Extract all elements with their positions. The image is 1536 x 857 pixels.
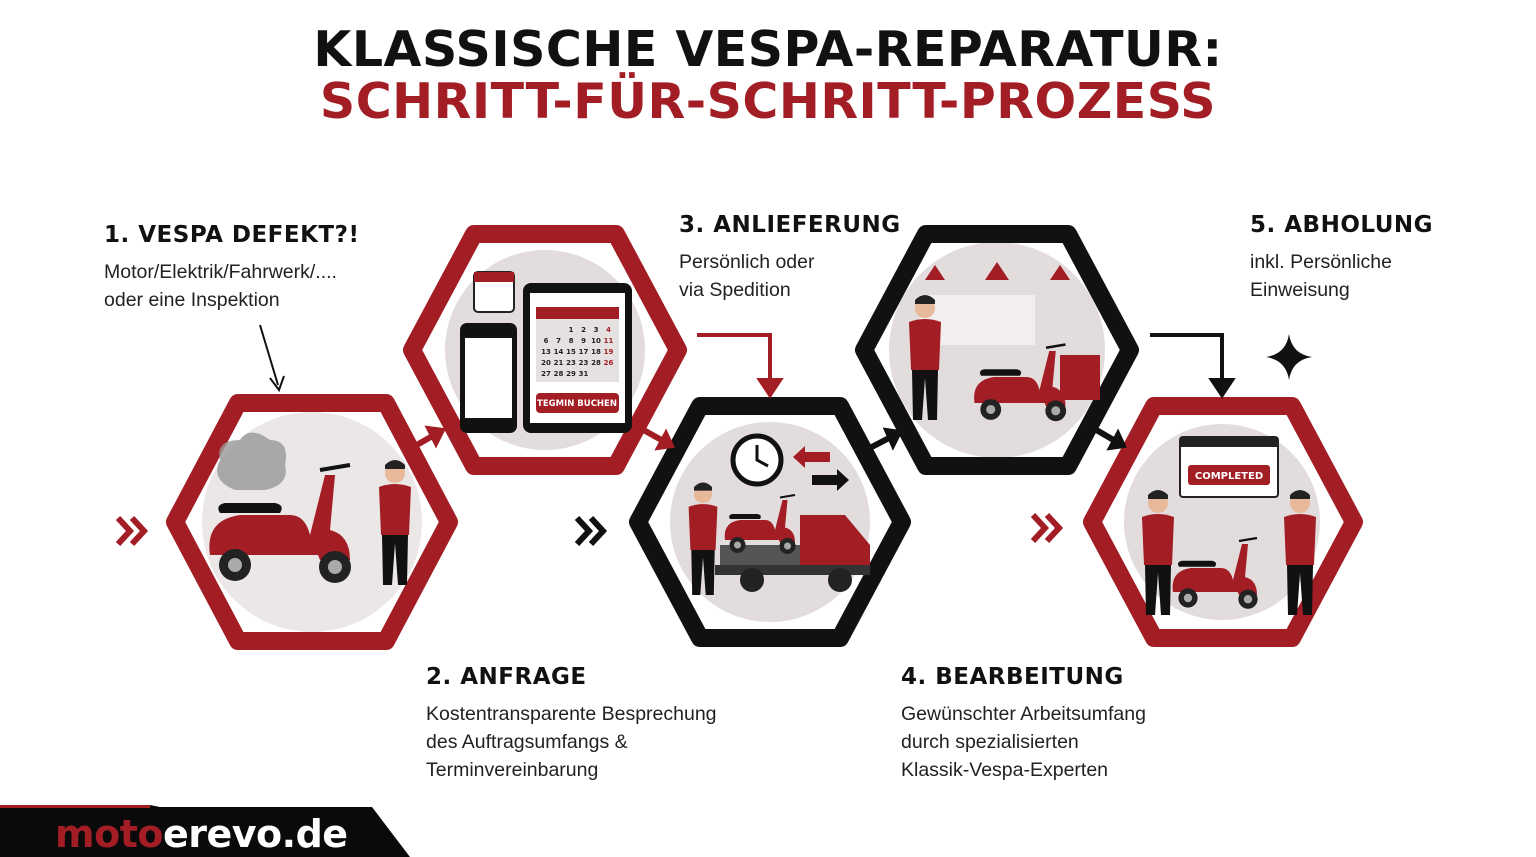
calendar-day: 10	[591, 337, 601, 345]
calendar-day: 23	[579, 359, 589, 367]
calendar-day: 20	[541, 359, 551, 367]
calendar-day: 21	[554, 359, 564, 367]
title-line-2: SCHRITT-FÜR-SCHRITT-PROZESS	[319, 73, 1217, 130]
hexagon-step-5	[1083, 397, 1363, 647]
logo-banner	[0, 805, 410, 857]
calendar-day: 9	[581, 337, 586, 345]
calendar-day: 8	[569, 337, 574, 345]
calendar-day: 2	[581, 326, 586, 334]
calendar-day: 15	[566, 348, 576, 356]
book-appointment-button: TEGMIN BUCHEN	[537, 399, 617, 409]
step-title: 1. VESPA DEFEKT?!	[104, 222, 360, 248]
title-line-1: KLASSISCHE VESPA-REPARATUR:	[313, 21, 1223, 78]
step-text: des Auftragsumfangs &	[426, 731, 628, 753]
step-title: 2. ANFRAGE	[426, 664, 587, 690]
calendar-day: 23	[566, 359, 576, 367]
step-text: via Spedition	[679, 279, 791, 301]
step-text: Klassik-Vespa-Experten	[901, 759, 1109, 781]
step-text: Einweisung	[1250, 279, 1350, 301]
sparkle-icon	[1266, 334, 1312, 380]
step-3: 3. ANLIEFERUNG Persönlich oder via Spedi…	[679, 212, 901, 304]
calendar-day: 4	[606, 326, 611, 334]
step-title: 5. ABHOLUNG	[1250, 212, 1434, 238]
step-text: oder eine Inspektion	[104, 289, 280, 311]
calendar-day: 29	[566, 370, 576, 378]
logo[interactable]: motoerevo.de	[55, 812, 348, 856]
step-text: inkl. Persönliche	[1250, 251, 1392, 273]
chevron-icon	[115, 512, 1064, 547]
calendar-day: 18	[591, 348, 601, 356]
step-text: Motor/Elektrik/Fahrwerk/....	[104, 261, 337, 283]
calendar-day: 3	[594, 326, 599, 334]
calendar-day: 11	[604, 337, 614, 345]
calendar-day: 26	[604, 359, 614, 367]
step-text: Kostentransparente Besprechung	[426, 703, 717, 725]
step-2: 2. ANFRAGE Kostentransparente Besprechun…	[426, 664, 717, 784]
step-text: Gewünschter Arbeitsumfang	[901, 703, 1146, 725]
hexagon-step-2	[403, 225, 687, 475]
calendar-day: 1	[569, 326, 574, 334]
hexagon-step-4	[855, 225, 1139, 475]
calendar-day: 28	[591, 359, 601, 367]
step-text: Persönlich oder	[679, 251, 815, 273]
calendar-day: 28	[554, 370, 564, 378]
calendar-day: 14	[554, 348, 564, 356]
step-4: 4. BEARBEITUNG Gewünschter Arbeitsumfang…	[901, 664, 1146, 784]
step-text: durch spezialisierten	[901, 731, 1079, 753]
calendar-day: 19	[604, 348, 614, 356]
arrow-icon	[259, 324, 1236, 453]
step-text: Terminvereinbarung	[426, 759, 599, 781]
step-1: 1. VESPA DEFEKT?! Motor/Elektrik/Fahrwer…	[104, 222, 359, 314]
calendar-day: 13	[541, 348, 551, 356]
step-title: 3. ANLIEFERUNG	[679, 212, 901, 238]
hexagon-step-3	[629, 397, 911, 647]
hexagon-step-1	[166, 394, 458, 650]
calendar-day: 17	[579, 348, 589, 356]
calendar-day: 6	[544, 337, 549, 345]
step-title: 4. BEARBEITUNG	[901, 664, 1124, 690]
calendar-day: 7	[556, 337, 561, 345]
step-5: 5. ABHOLUNG inkl. Persönliche Einweisung	[1250, 212, 1433, 304]
calendar-day: 27	[541, 370, 551, 378]
calendar-day: 31	[579, 370, 589, 378]
completed-label: COMPLETED	[1195, 471, 1263, 482]
